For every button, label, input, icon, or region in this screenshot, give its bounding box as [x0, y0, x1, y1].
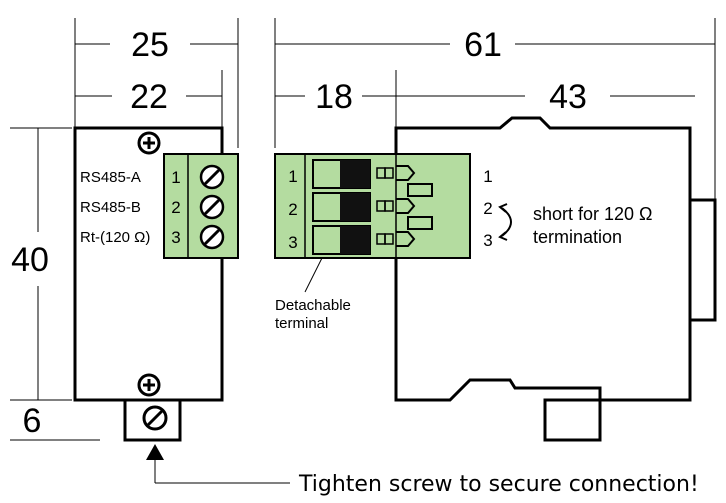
front-terminal-number-1: 1 — [171, 168, 180, 187]
dimension-25: 25 — [131, 26, 169, 64]
label-rs485-b: RS485-B — [80, 199, 141, 216]
detachable-label-line2: terminal — [275, 315, 328, 332]
front-terminal-screw-2-icon — [199, 194, 225, 220]
dimension-22: 22 — [130, 78, 168, 116]
termination-note-line2: termination — [533, 227, 622, 247]
side-terminal-plug-1 — [312, 159, 416, 189]
dimension-61: 61 — [464, 26, 502, 64]
dimension-18: 18 — [315, 78, 353, 116]
pin-number-1: 1 — [483, 167, 492, 186]
side-terminal-block — [274, 153, 471, 259]
label-rs485-a: RS485-A — [80, 169, 141, 186]
front-terminal-screw-3-icon — [199, 224, 225, 250]
pin-number-3: 3 — [483, 231, 492, 250]
side-terminal-plug-3 — [312, 225, 416, 255]
side-view-housing — [394, 116, 717, 442]
dimension-6: 6 — [23, 402, 42, 440]
instruction-text: Tighten screw to secure connection! — [298, 472, 699, 497]
label-rt-120: Rt-(120 Ω) — [80, 229, 150, 246]
short-arrow-icon — [498, 203, 512, 241]
front-terminal-number-2: 2 — [171, 198, 180, 217]
terminal-bridge — [407, 183, 433, 230]
bottom-mounting-screw-icon — [137, 373, 161, 397]
front-terminal-screw-1-icon — [199, 164, 225, 190]
dimension-43: 43 — [549, 78, 587, 116]
side-terminal-number-2: 2 — [288, 200, 297, 219]
pin-number-2: 2 — [483, 199, 492, 218]
front-view-housing — [73, 126, 224, 442]
top-mounting-screw-icon — [137, 131, 161, 155]
side-terminal-plug-2 — [312, 192, 416, 222]
side-terminal-number-3: 3 — [288, 233, 297, 252]
detachable-label-line1: Detachable — [275, 297, 351, 314]
instruction-arrow — [146, 444, 290, 484]
front-terminal-number-3: 3 — [171, 228, 180, 247]
side-terminal-number-1: 1 — [288, 167, 297, 186]
detachable-pointer-line — [304, 257, 323, 293]
dimension-40: 40 — [11, 241, 49, 279]
securing-screw-icon — [142, 405, 168, 431]
dimension-lines — [10, 18, 716, 441]
termination-note-line1: short for 120 Ω — [533, 204, 653, 224]
